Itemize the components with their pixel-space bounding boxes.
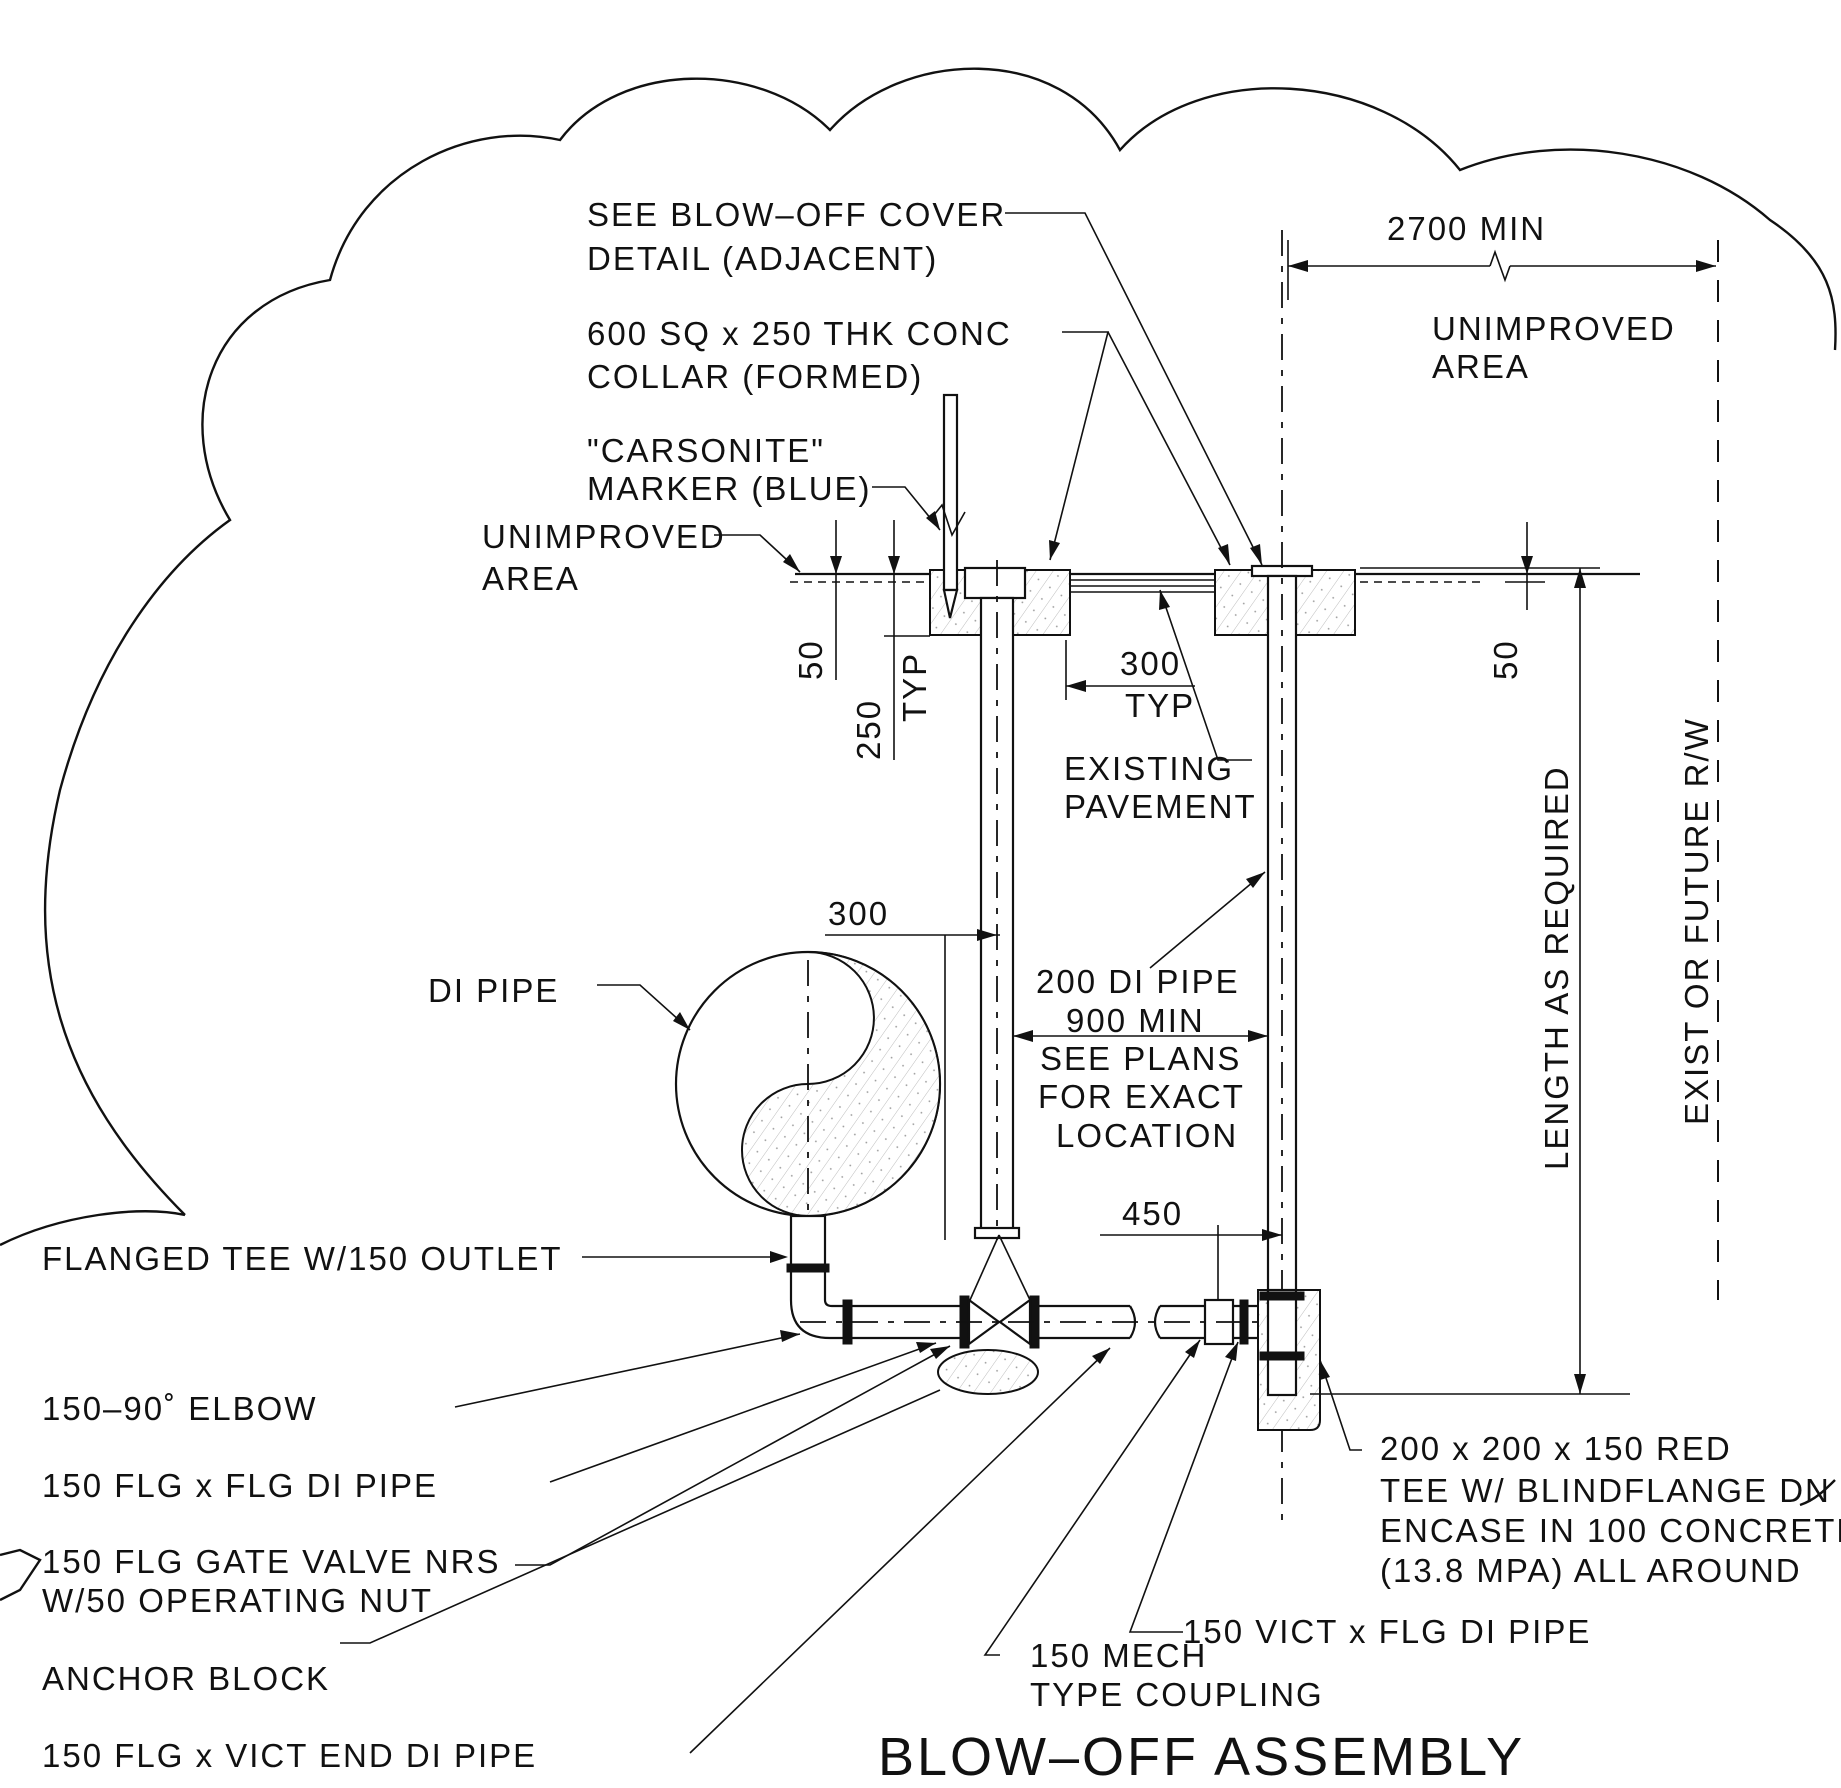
- label-existing-pavement-2: PAVEMENT: [1064, 788, 1257, 825]
- label-collar-1: 600 SQ x 250 THK CONC: [587, 315, 1012, 352]
- horizontal-piping: [786, 1214, 1270, 1395]
- label-flanged-tee: FLANGED TEE W/150 OUTLET: [42, 1240, 563, 1277]
- dim-label-typ-left: TYP: [896, 652, 933, 722]
- label-pipe-200-3: SEE PLANS: [1040, 1040, 1241, 1077]
- label-unimproved-right-2: AREA: [1432, 348, 1530, 385]
- leader-lines: [340, 212, 1362, 1754]
- dim-label-300-top: 300: [1120, 645, 1181, 682]
- dim-900: [1013, 1030, 1268, 1042]
- label-pipe-200-2: 900 MIN: [1066, 1002, 1205, 1039]
- label-existing-pavement-1: EXISTING: [1064, 750, 1234, 787]
- label-flg-flg-pipe: 150 FLG x FLG DI PIPE: [42, 1467, 438, 1504]
- label-pipe-200-4: FOR EXACT: [1038, 1078, 1245, 1115]
- revision-cloud: [0, 67, 1837, 1602]
- label-flg-vict-pipe: 150 FLG x VICT END DI PIPE: [42, 1737, 537, 1774]
- label-anchor-block: ANCHOR BLOCK: [42, 1660, 330, 1697]
- label-pipe-200-1: 200 DI PIPE: [1036, 963, 1240, 1000]
- dim-300-top: [1065, 640, 1195, 700]
- label-gate-valve-2: W/50 OPERATING NUT: [42, 1582, 433, 1619]
- label-unimproved-left-1: UNIMPROVED: [482, 518, 726, 555]
- label-pipe-200-5: LOCATION: [1056, 1117, 1238, 1154]
- dim-label-2700: 2700 MIN: [1387, 210, 1546, 247]
- dim-label-50-left: 50: [792, 639, 829, 680]
- label-mech-coupling-2: TYPE COUPLING: [1030, 1676, 1324, 1713]
- label-see-cover-2: DETAIL (ADJACENT): [587, 240, 938, 277]
- label-marker-1: "CARSONITE": [587, 432, 825, 469]
- label-unimproved-left-2: AREA: [482, 560, 580, 597]
- dim-length-required: [1310, 567, 1630, 1395]
- dim-2700: [1287, 240, 1716, 300]
- dim-label-300-mid: 300: [828, 895, 889, 932]
- label-unimproved-right-1: UNIMPROVED: [1432, 310, 1676, 347]
- blow-off-riser: [973, 560, 1021, 1240]
- label-mech-coupling-1: 150 MECH: [1030, 1637, 1207, 1674]
- label-elbow: 150–90˚ ELBOW: [42, 1390, 317, 1427]
- label-see-cover-1: SEE BLOW–OFF COVER: [587, 196, 1006, 233]
- label-gate-valve-1: 150 FLG GATE VALVE NRS: [42, 1543, 500, 1580]
- di-pipe-section: [674, 950, 942, 1218]
- dim-50-right: [1505, 522, 1545, 610]
- annotations: SEE BLOW–OFF COVER DETAIL (ADJACENT) 600…: [42, 196, 1841, 1787]
- dim-label-typ-top: TYP: [1125, 687, 1195, 724]
- reducing-tee: [1257, 1288, 1321, 1431]
- label-red-tee-3: ENCASE IN 100 CONCRETE: [1380, 1512, 1841, 1549]
- label-vict-flg-pipe: 150 VICT x FLG DI PIPE: [1183, 1613, 1591, 1650]
- dim-250: [884, 520, 930, 760]
- drawing-title: BLOW–OFF ASSEMBLY: [878, 1727, 1525, 1787]
- dim-label-50-right: 50: [1487, 639, 1524, 680]
- label-exist-row: EXIST OR FUTURE R/W: [1678, 717, 1715, 1125]
- dim-300-mid: [825, 929, 1000, 1240]
- label-di-pipe: DI PIPE: [428, 972, 559, 1009]
- dim-label-450: 450: [1122, 1195, 1183, 1232]
- label-red-tee-2: TEE W/ BLINDFLANGE DN: [1380, 1472, 1831, 1509]
- dim-label-250: 250: [850, 699, 887, 760]
- label-collar-2: COLLAR (FORMED): [587, 358, 923, 395]
- label-red-tee-1: 200 x 200 x 150 RED: [1380, 1430, 1732, 1467]
- label-length-required: LENGTH AS REQUIRED: [1538, 765, 1575, 1170]
- label-red-tee-4: (13.8 MPA) ALL AROUND: [1380, 1552, 1802, 1589]
- label-marker-2: MARKER (BLUE): [587, 470, 872, 507]
- dim-50-left: [820, 520, 850, 680]
- carsonite-marker: [929, 393, 966, 619]
- dim-450: [1100, 1225, 1282, 1300]
